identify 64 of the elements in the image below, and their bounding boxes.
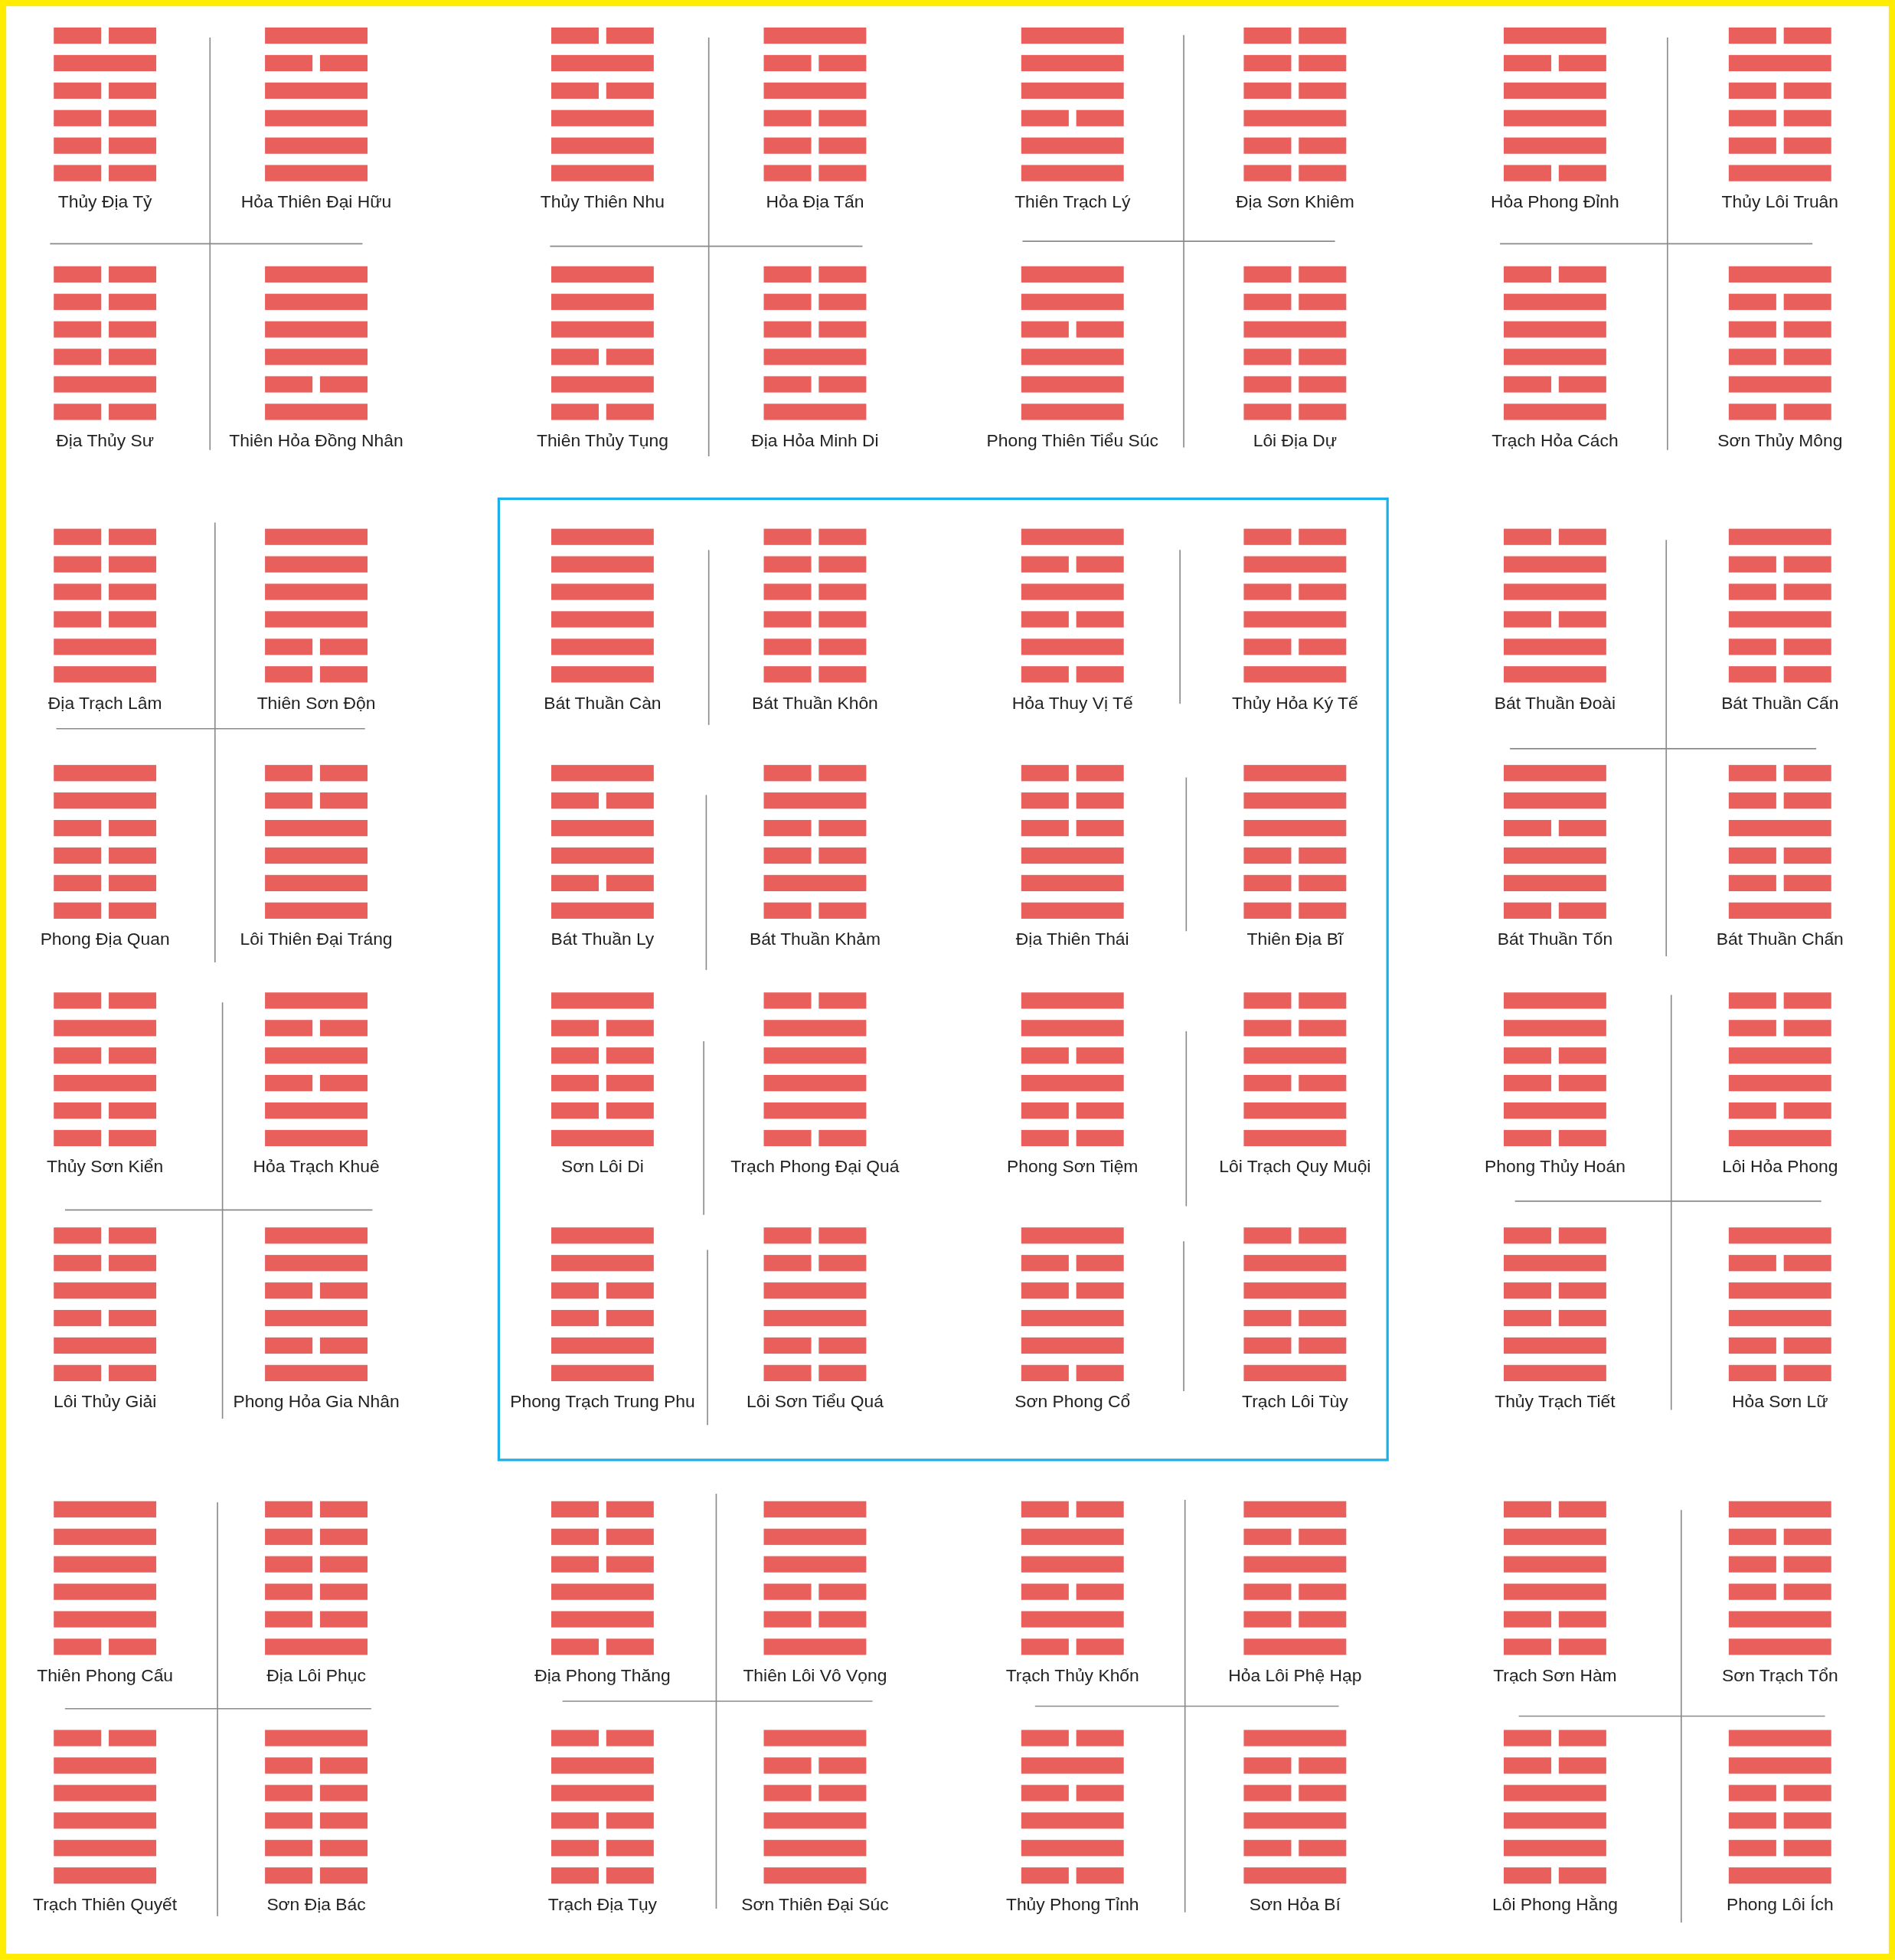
- hexagram-name: Trạch Hỏa Cách: [1491, 430, 1619, 450]
- hexagram-name: Trạch Thủy Khốn: [1005, 1664, 1139, 1685]
- hexagram-name: Trạch Lôi Tùy: [1242, 1391, 1348, 1412]
- hexagram-name: Địa Trạch Lâm: [47, 692, 162, 713]
- hexagram-name: Địa Hỏa Minh Di: [751, 430, 879, 450]
- hexagram-name: Địa Sơn Khiêm: [1236, 191, 1354, 211]
- hexagram-name: Hỏa Trạch Khuê: [253, 1156, 380, 1177]
- hexagram-name: Hỏa Thiên Đại Hữu: [240, 191, 392, 211]
- hexagram-name: Phong Trạch Trung Phu: [510, 1391, 695, 1412]
- hexagram-name: Lôi Hỏa Phong: [1722, 1156, 1838, 1177]
- hexagram-name: Sơn Địa Bác: [266, 1893, 366, 1914]
- hexagram-name: Hỏa Địa Tấn: [766, 191, 864, 211]
- hexagram-name: Thiên Lôi Vô Vọng: [743, 1664, 887, 1685]
- hexagram-name: Địa Lôi Phục: [266, 1664, 366, 1685]
- hexagram-name: Hỏa Sơn Lữ: [1732, 1391, 1828, 1412]
- hexagram-name: Lôi Phong Hằng: [1491, 1893, 1618, 1914]
- hexagram-name: Bát Thuần Càn: [544, 692, 662, 713]
- hexagram-name: Thiên Thủy Tụng: [536, 430, 668, 450]
- hexagram-name: Bát Thuần Cấn: [1721, 692, 1839, 713]
- hexagram-name: Hỏa Thuy Vị Tế: [1011, 692, 1133, 713]
- hexagram-name: Bát Thuần Khôn: [752, 692, 878, 713]
- hexagram-name: Thủy Hỏa Ký Tế: [1232, 692, 1358, 713]
- hexagram-name: Bát Thuần Khảm: [749, 929, 881, 949]
- hexagram-name: Sơn Trạch Tổn: [1721, 1664, 1838, 1685]
- hexagram-name: Thủy Lôi Truân: [1721, 191, 1839, 211]
- hexagram-name: Địa Thủy Sư: [56, 430, 155, 450]
- hexagram-name: Phong Hỏa Gia Nhân: [233, 1391, 400, 1412]
- hexagram-name: Phong Sơn Tiệm: [1007, 1156, 1139, 1177]
- hexagram-name: Thiên Sơn Độn: [256, 692, 376, 713]
- hexagram-name: Sơn Lôi Di: [561, 1156, 644, 1177]
- hexagram-name: Bát Thuần Chấn: [1716, 929, 1844, 949]
- hexagram-name: Trạch Thiên Quyết: [33, 1893, 178, 1914]
- hexagram-name: Bát Thuần Ly: [551, 929, 655, 949]
- hexagram-name: Thủy Phong Tỉnh: [1005, 1893, 1139, 1914]
- hexagram-name: Phong Thủy Hoán: [1485, 1156, 1625, 1177]
- hexagram-name: Thiên Hỏa Đồng Nhân: [229, 430, 404, 450]
- hexagram-name: Địa Thiên Thái: [1015, 929, 1129, 949]
- hexagram-name: Phong Lôi Ích: [1726, 1893, 1834, 1914]
- hexagram-name: Sơn Hỏa Bí: [1249, 1893, 1341, 1914]
- hexagram-name: Lôi Trạch Quy Muội: [1219, 1156, 1371, 1177]
- hexagram-name: Sơn Thủy Mông: [1717, 430, 1843, 450]
- hexagram-name: Thiên Địa Bĩ: [1246, 929, 1344, 949]
- hexagram-name: Thủy Địa Tỷ: [57, 191, 152, 211]
- hexagram-name: Lôi Sơn Tiểu Quá: [747, 1391, 884, 1412]
- hexagram-name: Hỏa Lôi Phệ Hạp: [1228, 1664, 1362, 1685]
- hexagram-name: Lôi Thủy Giải: [54, 1391, 157, 1412]
- hexagram-name: Bát Thuần Đoài: [1494, 692, 1616, 713]
- hexagram-name: Hỏa Phong Đỉnh: [1491, 191, 1619, 211]
- hexagram-name: Thủy Sơn Kiển: [47, 1156, 164, 1177]
- hexagram-name: Lôi Địa Dự: [1253, 430, 1337, 450]
- hexagram-name: Trạch Sơn Hàm: [1493, 1664, 1617, 1685]
- hexagram-name: Sơn Thiên Đại Súc: [741, 1893, 889, 1914]
- hexagram-name: Địa Phong Thăng: [534, 1664, 671, 1685]
- hexagram-name: Phong Địa Quan: [40, 929, 170, 949]
- hexagram-name: Thiên Trạch Lý: [1014, 191, 1131, 211]
- hexagram-name: Sơn Phong Cổ: [1014, 1391, 1131, 1412]
- hexagram-name: Thủy Trạch Tiết: [1495, 1391, 1616, 1412]
- hexagram-name: Thủy Thiên Nhu: [540, 191, 665, 211]
- hexagram-name: Lôi Thiên Đại Tráng: [240, 929, 393, 949]
- hexagram-name: Thiên Phong Cấu: [37, 1664, 174, 1685]
- hexagram-name: Phong Thiên Tiểu Súc: [986, 430, 1158, 450]
- hexagram-name: Trạch Địa Tụy: [547, 1893, 658, 1914]
- hexagram-name: Bát Thuần Tốn: [1497, 929, 1613, 949]
- hexagram-name: Trạch Phong Đại Quá: [730, 1156, 900, 1177]
